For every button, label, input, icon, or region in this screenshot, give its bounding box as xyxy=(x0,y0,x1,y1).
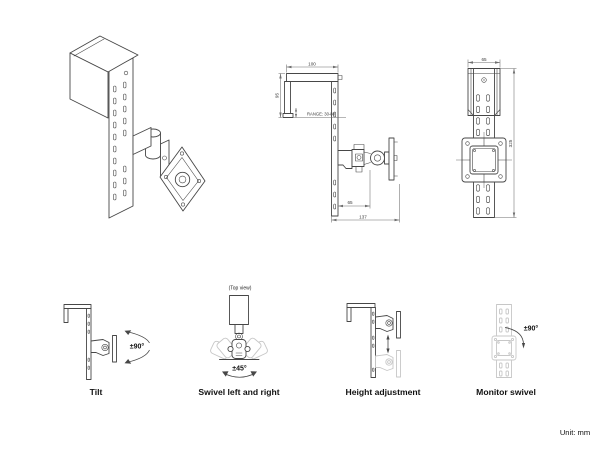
side-arm xyxy=(337,150,353,169)
height-adjustment-diagram: Height adjustment xyxy=(346,303,421,397)
side-rail xyxy=(331,81,339,217)
dim-rail-height: 325 xyxy=(494,68,517,218)
dim-pivot-offset: 65 xyxy=(338,170,371,209)
tilt-caption: Tilt xyxy=(90,387,103,397)
height-rail xyxy=(370,307,376,378)
dim-depth: 137 xyxy=(331,184,400,223)
swivel-clamp-topview xyxy=(229,295,249,325)
monitor-swivel-plate xyxy=(491,335,517,361)
swivel-diagram: (Top view) ±45° Swivel left and right xyxy=(198,286,279,398)
dim-clamp-height-label: 95 xyxy=(275,93,280,99)
dim-clamp-range-label: RANGE: 30-80 xyxy=(307,112,336,117)
side-rail-slots xyxy=(333,87,337,210)
unit-label: Unit: mm xyxy=(560,428,590,437)
front-view: 65 325 xyxy=(456,57,517,218)
side-view: 100 95 RANGE: 30-80 65 137 xyxy=(275,61,400,223)
dim-pivot-offset-label: 65 xyxy=(347,200,353,205)
height-caption: Height adjustment xyxy=(346,387,421,397)
side-clamp-bar xyxy=(286,73,339,82)
tilt-arc xyxy=(126,331,150,344)
iso-arm xyxy=(132,127,152,155)
swivel-ghost-positions xyxy=(210,337,268,360)
swivel-angle-label: ±45° xyxy=(232,365,247,373)
swivel-caption: Swivel left and right xyxy=(198,387,279,397)
tilt-diagram: ±90° Tilt xyxy=(63,304,150,397)
tilt-rail xyxy=(86,308,92,380)
iso-clamp-side xyxy=(69,52,109,119)
tilt-arm xyxy=(90,339,110,356)
dim-depth-label: 137 xyxy=(359,214,367,219)
front-rail-slots xyxy=(476,94,490,215)
tilt-plate xyxy=(112,335,117,363)
dim-clamp-range: RANGE: 30-80 xyxy=(293,108,346,118)
top-view-note: (Top view) xyxy=(229,286,252,292)
monitor-swivel-diagram: ±90° Monitor swivel xyxy=(476,304,539,397)
isometric-view xyxy=(69,35,206,219)
iso-rail-slots xyxy=(113,81,127,201)
front-clamp xyxy=(467,68,501,116)
dim-front-width-label: 65 xyxy=(481,57,487,62)
monitor-swivel-arc xyxy=(504,327,524,345)
dim-rail-height-label: 325 xyxy=(508,139,513,147)
side-pivot xyxy=(370,150,385,166)
iso-screw xyxy=(123,70,129,76)
side-vesa-plate xyxy=(388,137,395,181)
monitor-swivel-angle-label: ±90° xyxy=(524,325,539,333)
dim-width: 100 xyxy=(286,61,339,73)
height-plate xyxy=(396,311,401,339)
iso-vesa-plate xyxy=(159,146,206,212)
dim-width-label: 100 xyxy=(308,61,316,66)
monitor-swivel-caption: Monitor swivel xyxy=(476,387,536,397)
swivel-arc xyxy=(223,372,256,378)
side-clamp-lip xyxy=(284,81,291,114)
dim-clamp-height: 95 xyxy=(275,73,285,118)
height-ghost-arm xyxy=(375,350,401,378)
tilt-angle-label: ±90° xyxy=(130,343,145,351)
height-arm xyxy=(375,315,394,332)
dim-front-width: 65 xyxy=(467,57,501,68)
